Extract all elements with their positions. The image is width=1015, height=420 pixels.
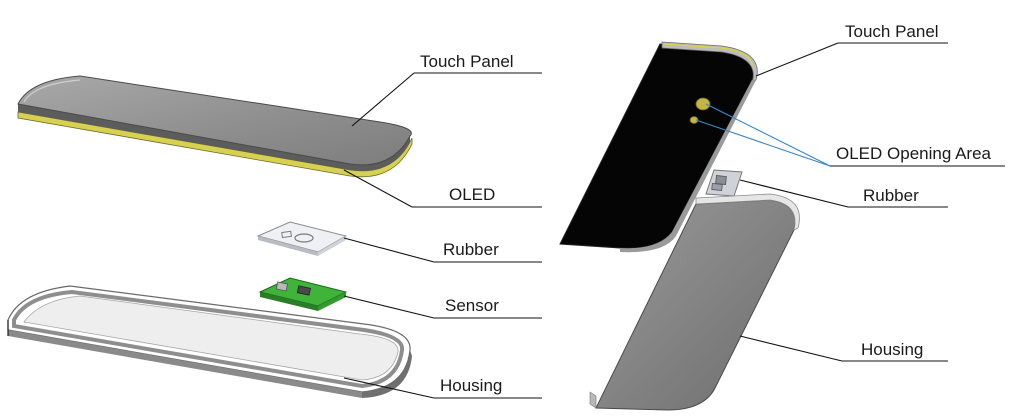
- left-touch-panel: [17, 75, 413, 178]
- left-exploded-view: Touch Panel OLED Rubber Sensor Housing: [7, 52, 542, 399]
- right-exploded-view: Touch Panel OLED Opening Area Rubber Hou…: [559, 22, 1005, 411]
- label-touch-panel-left: Touch Panel: [420, 52, 514, 71]
- left-rubber: [256, 221, 348, 256]
- label-housing-right: Housing: [861, 340, 923, 359]
- right-rubber: [705, 169, 743, 197]
- label-oled: OLED: [449, 185, 495, 204]
- label-rubber-left: Rubber: [443, 240, 499, 259]
- right-touch-panel: [559, 41, 758, 253]
- label-oled-opening-area: OLED Opening Area: [836, 144, 992, 163]
- label-touch-panel-right: Touch Panel: [845, 22, 939, 41]
- label-housing-left: Housing: [440, 376, 502, 395]
- left-housing: [7, 285, 412, 398]
- right-leader-lines: [695, 42, 1005, 362]
- right-housing: [589, 193, 800, 411]
- left-sensor: [258, 277, 348, 311]
- label-sensor: Sensor: [445, 296, 499, 315]
- label-rubber-right: Rubber: [863, 186, 919, 205]
- left-leader-lines: [343, 72, 542, 399]
